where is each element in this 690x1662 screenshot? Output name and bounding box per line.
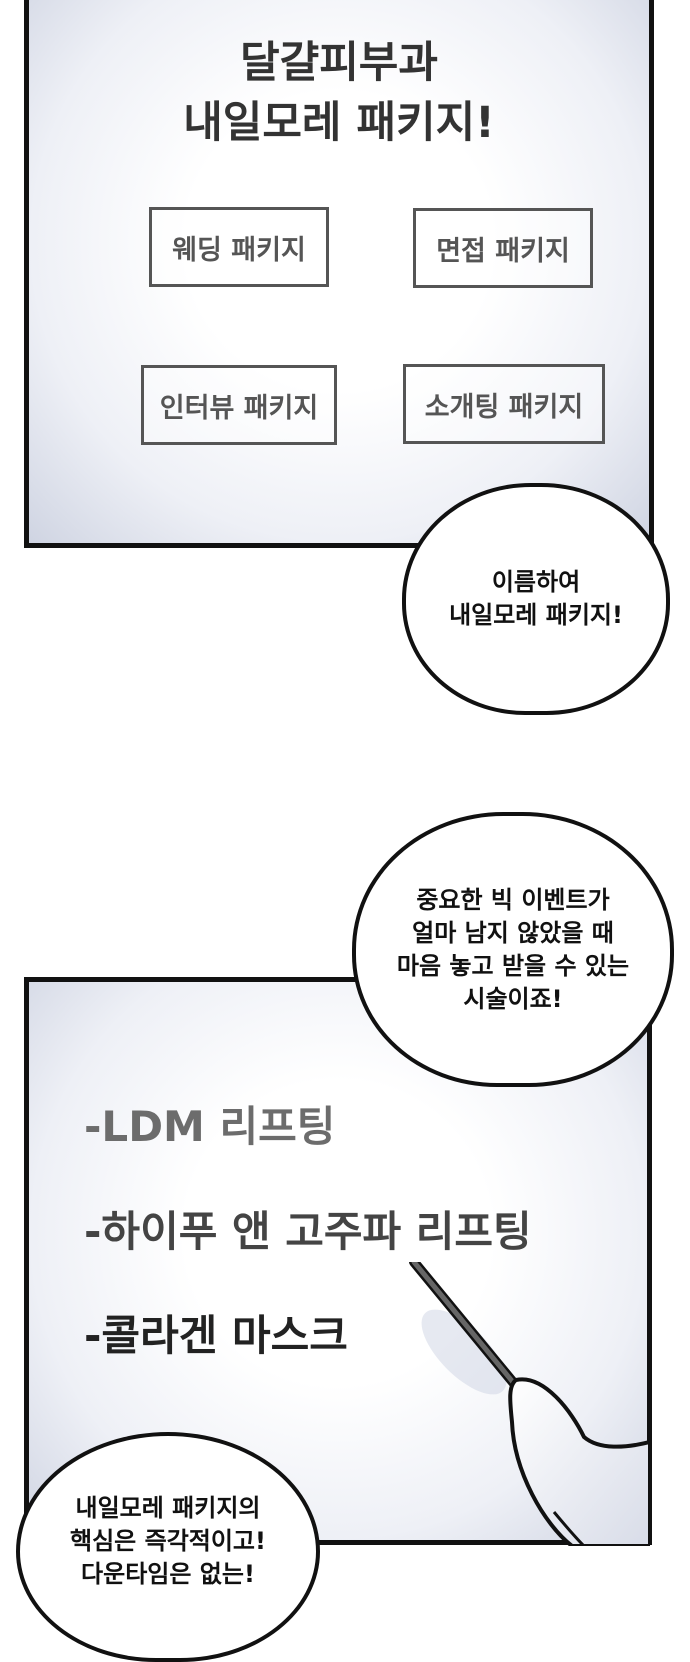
wedding-package-box: 웨딩 패키지 (149, 207, 329, 287)
panel-package-menu: 달걀피부과 내일모레 패키지! 웨딩 패키지 면접 패키지 인터뷰 패키지 소개… (24, 0, 654, 548)
job-interview-package-box: 면접 패키지 (413, 208, 593, 288)
treatment-item-ldm: -LDM 리프팅 (84, 1102, 336, 1151)
interview-package-box: 인터뷰 패키지 (141, 365, 337, 445)
pointing-hand-icon (409, 1262, 650, 1546)
speech-bubble-package-name: 이름하여 내일모레 패키지! (402, 483, 670, 715)
panel-title: 달걀피부과 내일모레 패키지! (183, 38, 495, 148)
blind-date-package-box: 소개팅 패키지 (403, 364, 605, 444)
speech-bubble-big-event: 중요한 빅 이벤트가 얼마 남지 않았을 때 마음 놓고 받을 수 있는 시술이… (352, 812, 674, 1087)
speech-bubble-core-point: 내일모레 패키지의 핵심은 즉각적이고! 다운타임은 없는! (16, 1432, 320, 1662)
treatment-item-collagen: -콜라겐 마스크 (84, 1311, 348, 1360)
treatment-item-hifu: -하이푸 앤 고주파 리프팅 (84, 1207, 532, 1256)
